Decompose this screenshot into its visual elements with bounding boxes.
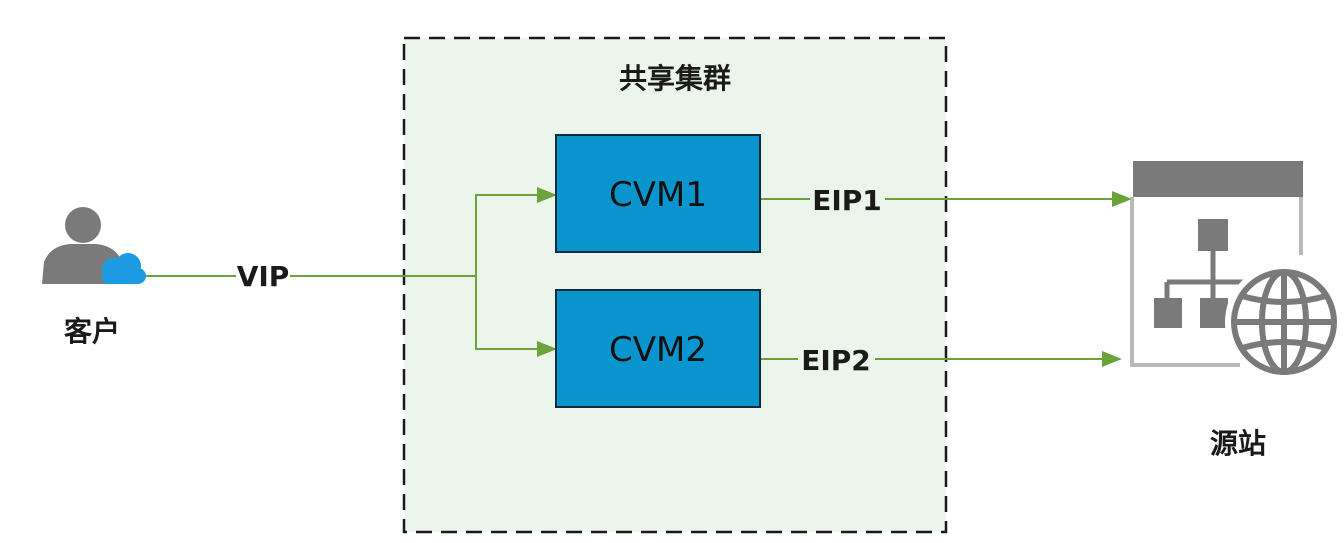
client-label: 客户 [64, 315, 120, 348]
split-to-cvm1-arrow [475, 187, 557, 276]
vip-label: VIP [237, 260, 290, 293]
eip2-label: EIP2 [801, 344, 871, 377]
eip1-label: EIP1 [812, 184, 882, 217]
shared-cluster-box [402, 36, 948, 534]
user-cloud-icon [42, 207, 146, 284]
origin-label: 源站 [1210, 427, 1266, 460]
cvm1-label: CVM1 [609, 175, 707, 215]
cvm1-box [555, 134, 761, 253]
sitemap-globe-icon [1130, 161, 1343, 381]
split-to-cvm2-arrow [475, 276, 557, 357]
cvm2-box [555, 289, 761, 408]
connection-lines [142, 187, 1132, 367]
cvm2-label: CVM2 [609, 330, 707, 370]
shared-cluster-title: 共享集群 [619, 62, 731, 95]
